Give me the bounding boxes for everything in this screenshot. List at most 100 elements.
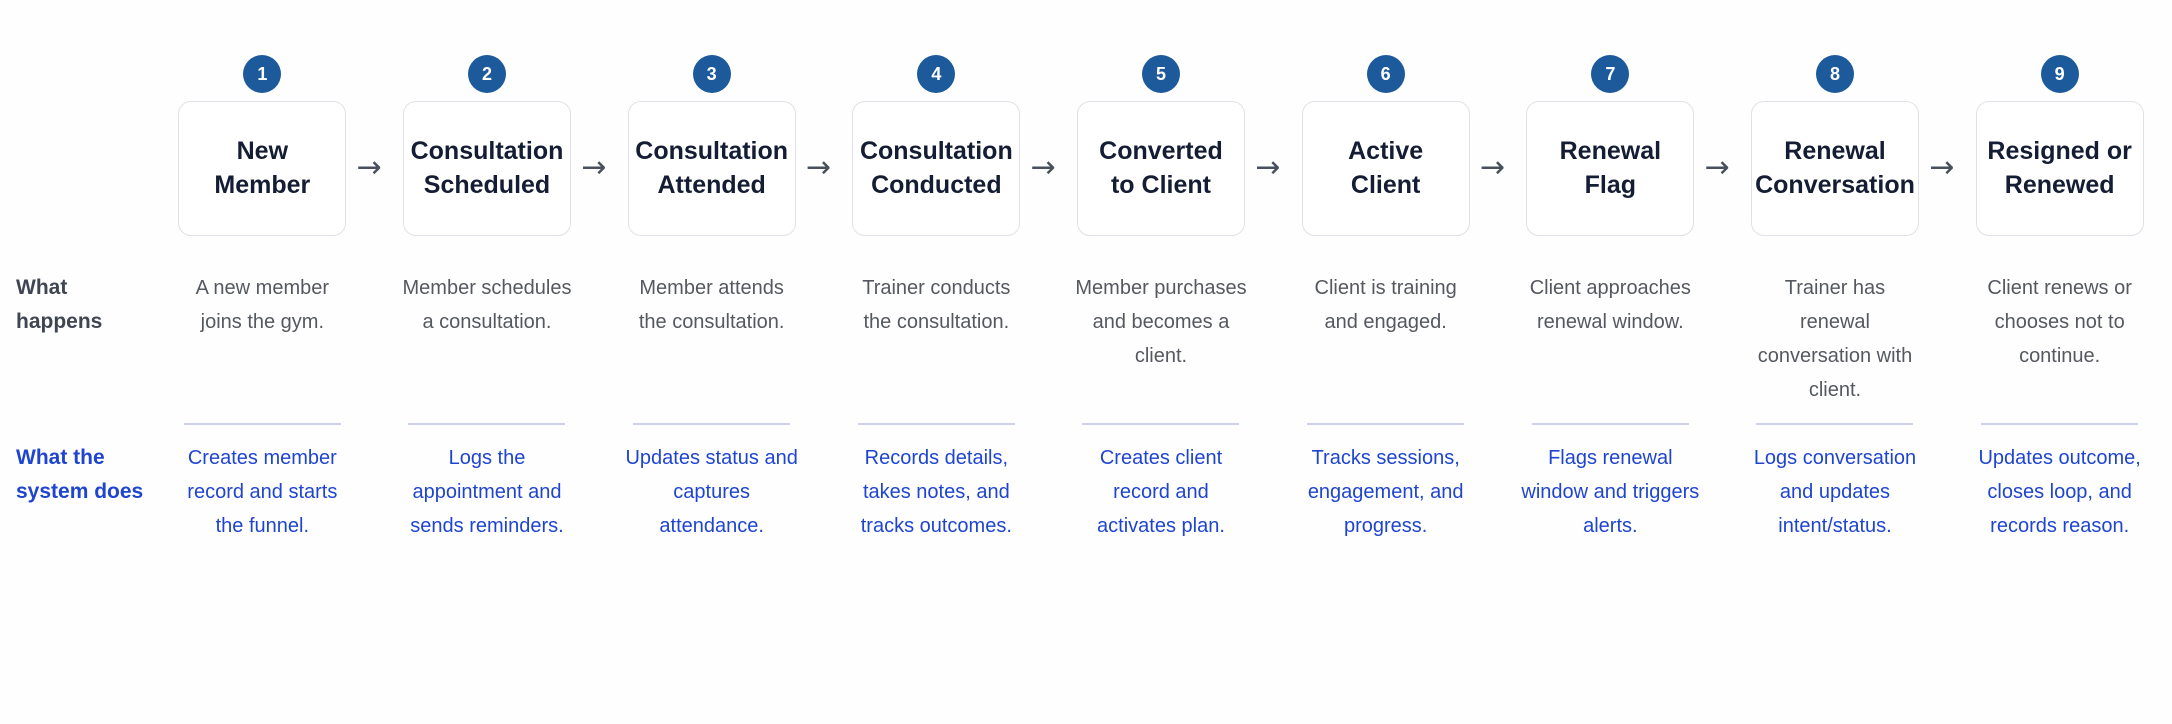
section-divider [857, 422, 1015, 425]
section-divider [1756, 422, 1914, 425]
step-number-badge: 6 [1366, 55, 1405, 93]
step-badge-cell: 5 [1049, 55, 1274, 93]
step-node-title: New Member [214, 136, 311, 200]
step-node-box[interactable]: Active Client [1301, 100, 1470, 236]
arrow-right-icon: → [581, 150, 607, 185]
step-divider-cell [1049, 406, 1274, 441]
step-what-happens-text: A new member joins the gym. [195, 277, 330, 333]
step-system-cell: Flags renewal window and triggers alerts… [1498, 441, 1723, 571]
step-system-does-text: Flags renewal window and triggers alerts… [1521, 447, 1700, 537]
section-divider [1307, 422, 1465, 425]
step-divider-cell [150, 406, 375, 441]
arrow-right-icon: → [1929, 150, 1955, 185]
step-description-cell: Member purchases and becomes a client. [1049, 271, 1274, 406]
step-what-happens-text: Member schedules a consultation. [402, 277, 572, 333]
step-number-badge: 4 [917, 55, 956, 93]
step-divider-cell [1723, 406, 1948, 441]
step-divider-cell [1498, 406, 1723, 441]
step-description-cell: Client renews or chooses not to continue… [1947, 271, 2172, 406]
step-node-box[interactable]: Resigned or Renewed [1975, 100, 2144, 236]
step-node-cell: → Consultation Conducted [806, 93, 1049, 243]
step-system-cell: Logs the appointment and sends reminders… [375, 441, 600, 571]
step-what-happens-text: Trainer conducts the consultation. [862, 277, 1011, 333]
step-system-cell: Updates status and captures attendance. [599, 441, 824, 571]
step-node-title: Consultation Attended [635, 136, 789, 200]
section-divider [633, 422, 791, 425]
step-system-cell: Tracks sessions, engagement, and progres… [1273, 441, 1498, 571]
step-badge-cell: 3 [599, 55, 824, 93]
step-badge-cell: 9 [1947, 55, 2172, 93]
step-divider-cell [375, 406, 600, 441]
step-what-happens-text: Member purchases and becomes a client. [1075, 277, 1247, 367]
step-system-does-text: Tracks sessions, engagement, and progres… [1307, 447, 1464, 537]
arrow-right-icon: → [356, 150, 382, 185]
step-node-box[interactable]: Converted to Client [1076, 100, 1245, 236]
arrow-right-icon: → [1030, 150, 1056, 185]
step-system-does-text: Logs the appointment and sends reminders… [410, 447, 564, 537]
section-divider [408, 422, 566, 425]
step-badge-cell: 8 [1723, 55, 1948, 93]
step-node-box[interactable]: New Member [178, 100, 347, 236]
step-what-happens-text: Client renews or chooses not to continue… [1987, 277, 2132, 367]
step-description-cell: Member schedules a consultation. [375, 271, 600, 406]
step-node-box[interactable]: Renewal Conversation [1750, 100, 1919, 236]
step-node-cell: → Active Client [1255, 93, 1498, 243]
step-number-badge: 1 [243, 55, 282, 93]
step-number-badge: 8 [1815, 55, 1854, 93]
step-system-does-text: Creates client record and activates plan… [1097, 447, 1225, 537]
step-node-title: Consultation Scheduled [410, 136, 564, 200]
section-divider [183, 422, 341, 425]
step-number-badge: 7 [1591, 55, 1630, 93]
step-system-does-text: Updates outcome, closes loop, and record… [1978, 447, 2141, 537]
step-system-cell: Creates client record and activates plan… [1049, 441, 1274, 571]
step-node-title: Active Client [1348, 136, 1424, 200]
step-system-cell: Records details, takes notes, and tracks… [824, 441, 1049, 571]
step-system-does-text: Logs conversation and updates intent/sta… [1753, 447, 1917, 537]
step-divider-cell [599, 406, 824, 441]
step-badge-cell: 1 [150, 55, 375, 93]
section-divider [1531, 422, 1689, 425]
step-node-cell: → Resigned or Renewed [1929, 93, 2172, 243]
step-system-does-text: Updates status and captures attendance. [625, 447, 798, 537]
step-divider-cell [824, 406, 1049, 441]
step-what-happens-text: Client is training and engaged. [1314, 277, 1457, 333]
step-node-cell: → Consultation Scheduled [357, 93, 600, 243]
step-description-cell: Trainer conducts the consultation. [824, 271, 1049, 406]
step-node-cell: → Renewal Conversation [1705, 93, 1948, 243]
step-node-cell: New Member [150, 93, 375, 243]
step-badge-cell: 2 [375, 55, 600, 93]
step-description-cell: Client is training and engaged. [1273, 271, 1498, 406]
row-label-what-happens: What happens [16, 276, 103, 333]
step-node-title: Renewal Conversation [1755, 136, 1915, 200]
section-divider [1981, 422, 2139, 425]
step-node-box[interactable]: Consultation Scheduled [402, 100, 571, 236]
step-system-cell: Logs conversation and updates intent/sta… [1723, 441, 1948, 571]
step-node-title: Converted to Client [1099, 136, 1223, 200]
step-divider-cell [1947, 406, 2172, 441]
step-node-title: Renewal Flag [1559, 136, 1662, 200]
step-node-cell: → Converted to Client [1031, 93, 1274, 243]
step-number-badge: 2 [467, 55, 506, 93]
step-badge-cell: 6 [1273, 55, 1498, 93]
arrow-right-icon: → [1255, 150, 1281, 185]
step-divider-cell [1273, 406, 1498, 441]
step-system-cell: Creates member record and starts the fun… [150, 441, 375, 571]
step-system-cell: Updates outcome, closes loop, and record… [1947, 441, 2172, 571]
step-node-box[interactable]: Renewal Flag [1526, 100, 1695, 236]
step-node-cell: → Consultation Attended [581, 93, 824, 243]
arrow-right-icon: → [806, 150, 832, 185]
step-node-title: Consultation Conducted [859, 136, 1013, 200]
arrow-right-icon: → [1704, 150, 1730, 185]
step-node-cell: →Renewal Flag [1480, 93, 1723, 243]
step-node-box[interactable]: Consultation Attended [627, 100, 796, 236]
step-description-cell: Member attends the consultation. [599, 271, 824, 406]
step-badge-cell: 4 [824, 55, 1049, 93]
section-divider [1082, 422, 1240, 425]
step-node-box[interactable]: Consultation Conducted [852, 100, 1021, 236]
step-what-happens-text: Trainer has renewal conversation with cl… [1757, 277, 1913, 401]
step-system-does-text: Creates member record and starts the fun… [187, 447, 338, 537]
step-what-happens-text: Member attends the consultation. [638, 277, 785, 333]
